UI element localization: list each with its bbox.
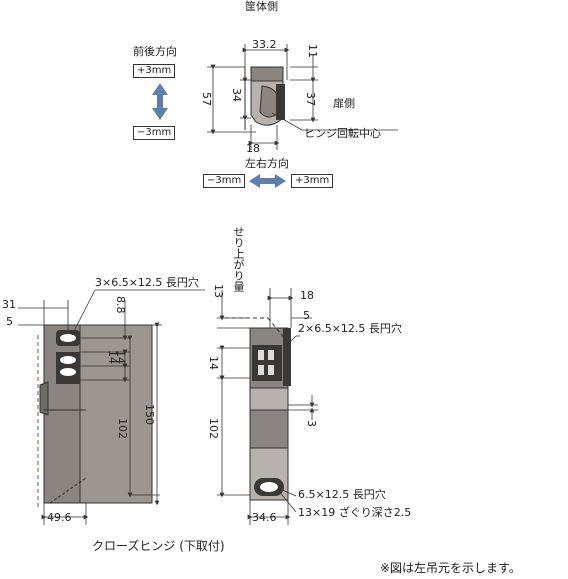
dim-34-6: 34.6 [252,511,277,524]
front-back-minus-box: −3mm [133,126,176,140]
front-back-plus-box: +3mm [133,64,176,78]
front-back-direction-label: 前後方向 [133,45,177,58]
bottom-slot-label: 6.5×12.5 長円穴 [298,488,386,501]
left-right-minus-box: −3mm [203,174,246,188]
side-slot-label: 2×6.5×12.5 長円穴 [298,322,402,335]
dim-34: 34 [230,88,243,102]
raise-amount-label: せり上がり量 [232,226,245,292]
dim-5: 5 [6,315,13,328]
dim-8-8: 8.8 [114,296,127,314]
dim-3: 3 [305,420,318,427]
hinge-center-label: ヒンジ回転中心 [304,127,381,140]
dim-11: 11 [306,44,319,58]
dim-31: 31 [2,298,16,311]
top-view-hinge [244,66,285,130]
front-view-hinge [39,324,153,504]
dim-5-side: 5 [303,309,310,322]
top-view-dimension-lines [207,44,398,150]
dim-37: 37 [304,92,317,106]
dim-57: 57 [200,92,213,106]
dim-18-side: 18 [300,289,314,302]
door-side-label: 扉側 [333,97,355,110]
dim-102-front: 102 [116,418,129,439]
dim-14-b: 14 [114,350,127,364]
front-slot-label: 3×6.5×12.5 長円穴 [95,276,199,289]
counterbore-label: 13×19 ざぐり深さ2.5 [298,506,412,519]
adjust-arrows [152,83,286,188]
dim-150: 150 [143,404,156,425]
dim-102-side: 102 [207,418,220,439]
dim-49-6: 49.6 [47,511,72,524]
dim-14-a: 14 [106,350,119,364]
dim-14-side: 14 [207,356,220,370]
front-view-dimension-lines [18,289,205,525]
product-name: クローズヒンジ (下取付) [92,539,225,553]
side-view-hinge [225,317,291,501]
left-right-plus-box: +3mm [291,174,334,188]
side-view-dimension-lines [217,288,318,525]
mounting-note: ※図は左吊元を示します。 [380,561,521,575]
dim-33-2: 33.2 [252,38,277,51]
dim-13: 13 [212,284,225,298]
cabinet-side-label: 筐体側 [245,0,278,13]
dim-18: 18 [246,142,260,155]
left-right-direction-label: 左右方向 [245,157,289,170]
